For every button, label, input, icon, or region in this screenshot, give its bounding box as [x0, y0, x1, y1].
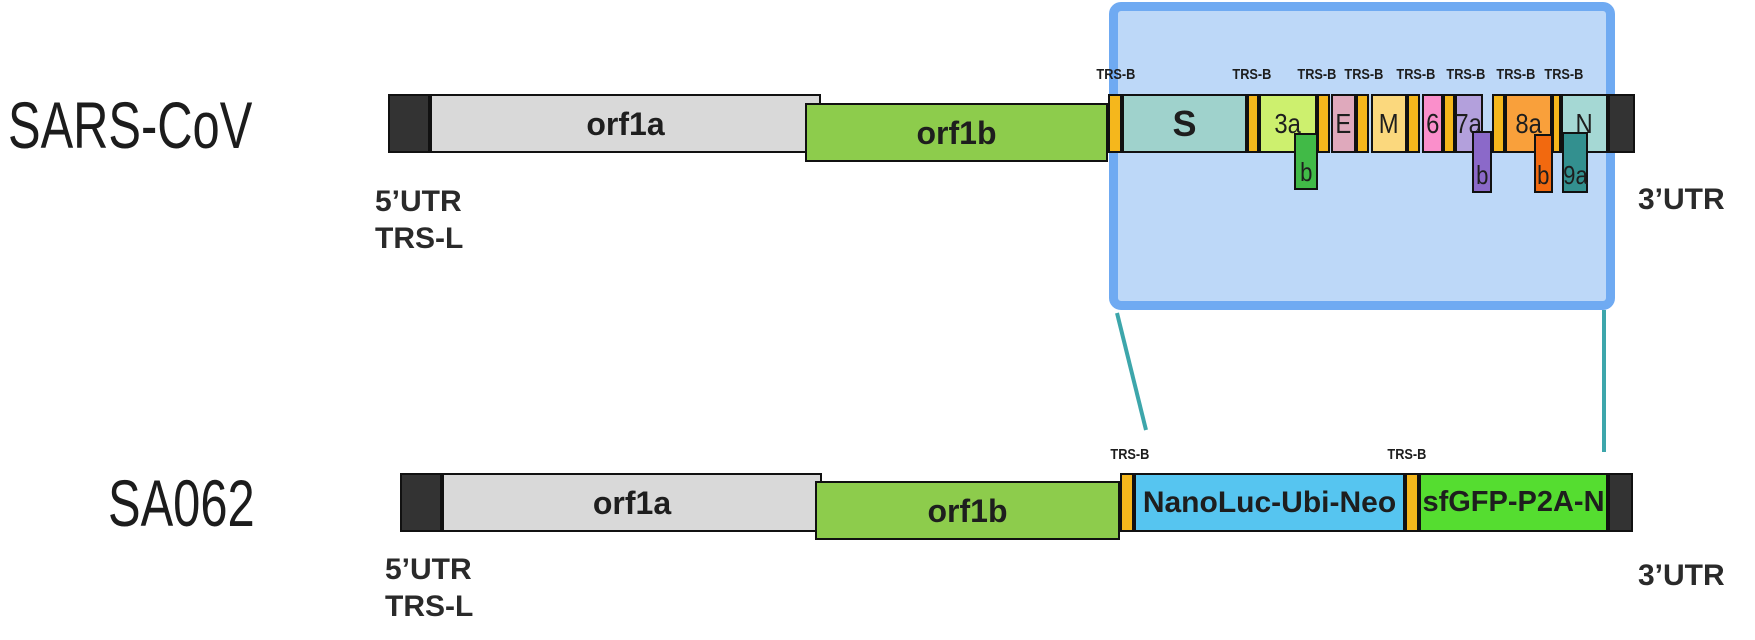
utr5-label: 5’UTR [375, 185, 462, 218]
segment-sars-cov-orf6: 6 [1422, 94, 1443, 153]
segment-sars-cov-orf7b-label: b [1475, 160, 1489, 190]
trs-b-label-text: TRS-B [1110, 446, 1150, 463]
segment-sars-cov-trs-b-3 [1317, 94, 1330, 153]
segment-sars-cov-trs-b-7 [1492, 94, 1505, 153]
trs-b-label-sars-cov-2: TRS-B [1212, 67, 1292, 82]
highlight-box [1109, 2, 1615, 310]
utr3-label-sars-cov: 3’UTR [1638, 183, 1725, 216]
segment-sars-cov-spike-s-label: S [1172, 102, 1197, 144]
segment-sa062-orf1b: orf1b [815, 481, 1120, 540]
trs-b-label-text: TRS-B [1544, 66, 1584, 83]
segment-sars-cov-orf9a: 9a [1562, 132, 1588, 193]
segment-sars-cov-orf8a: 8a [1505, 94, 1552, 153]
segment-sars-cov-orf8b-label: b [1537, 160, 1550, 190]
segment-sars-cov-trs-b-2 [1247, 94, 1259, 153]
segment-sa062-trs-b-1 [1120, 473, 1134, 532]
segment-sars-cov-orf-n-label: N [1575, 107, 1594, 139]
segment-sa062-sfgfp-label: sfGFP-P2A-N [1422, 486, 1605, 518]
trs-b-label-text: TRS-B [1297, 66, 1337, 83]
segment-sars-cov-orf9a-label: 9a [1562, 160, 1588, 190]
trs-b-label-text: TRS-B [1344, 66, 1384, 83]
segment-sars-cov-trs-b-8 [1552, 94, 1561, 153]
segment-sars-cov-orf6-label: 6 [1425, 107, 1440, 139]
trs-l-label: TRS-L [385, 590, 474, 623]
segment-sars-cov-orf1a-label: orf1a [586, 105, 665, 142]
trs-b-label-text: TRS-B [1096, 66, 1136, 83]
row-title-sa062: SA062 [108, 466, 255, 540]
trs-b-label-sars-cov-6: TRS-B [1426, 67, 1506, 82]
segment-sa062-utr3-box [1608, 473, 1633, 532]
segment-sa062-nanoluc: NanoLuc-Ubi-Neo [1134, 473, 1405, 532]
segment-sars-cov-orf1b-label: orf1b [916, 114, 997, 151]
row-title-sars-cov: SARS-CoV [8, 88, 253, 162]
trs-b-label-sars-cov-8: TRS-B [1524, 67, 1604, 82]
segment-sars-cov-trs-b-4 [1356, 94, 1369, 153]
segment-sars-cov-orf3a-label: 3a [1274, 107, 1302, 139]
segment-sa062-sfgfp: sfGFP-P2A-N [1419, 473, 1608, 532]
segment-sars-cov-utr3-box [1608, 94, 1635, 153]
segment-sars-cov-orf1a: orf1a [430, 94, 821, 153]
segment-sars-cov-utr5-box [388, 94, 430, 153]
segment-sars-cov-orf-m: M [1371, 94, 1407, 153]
segment-sa062-utr5-box [400, 473, 442, 532]
segment-sa062-orf1a-label: orf1a [592, 484, 672, 521]
trs-b-label-sars-cov-3: TRS-B [1277, 67, 1357, 82]
segment-sars-cov-orf8b: b [1534, 134, 1553, 193]
segment-sars-cov-orf-e: E [1331, 94, 1356, 153]
trs-b-label-text: TRS-B [1396, 66, 1436, 83]
utr3-label-sa062: 3’UTR [1638, 559, 1725, 592]
trs-b-label-text: TRS-B [1387, 446, 1427, 463]
trs-b-label-text: TRS-B [1496, 66, 1536, 83]
segment-sa062-orf1a: orf1a [442, 473, 822, 532]
segment-sars-cov-trs-b-1 [1108, 94, 1122, 153]
segment-sa062-orf1b-label: orf1b [927, 492, 1008, 529]
utr5-label: 5’UTR [385, 553, 472, 586]
trs-b-label-text: TRS-B [1232, 66, 1272, 83]
trs-b-label-sars-cov-4: TRS-B [1324, 67, 1404, 82]
segment-sars-cov-orf7b: b [1472, 131, 1492, 193]
segment-sars-cov-orf3a: 3a [1259, 94, 1317, 153]
trs-b-label-sa062-2: TRS-B [1367, 447, 1447, 462]
segment-sars-cov-trs-b-6 [1443, 94, 1455, 153]
utr5-trsl-labels-sa062: 5’UTR TRS-L [385, 551, 473, 625]
utr5-trsl-labels-sars-cov: 5’UTR TRS-L [375, 183, 463, 257]
segment-sars-cov-orf3b-label: b [1299, 157, 1313, 187]
segment-sa062-nanoluc-label: NanoLuc-Ubi-Neo [1142, 485, 1397, 519]
segment-sars-cov-orf8a-label: 8a [1515, 107, 1542, 139]
trs-b-label-sars-cov-5: TRS-B [1376, 67, 1456, 82]
segment-sars-cov-orf1b: orf1b [805, 103, 1108, 162]
trs-b-label-text: TRS-B [1446, 66, 1486, 83]
segment-sars-cov-orf3b: b [1294, 133, 1318, 190]
trs-l-label: TRS-L [375, 222, 464, 255]
trs-b-label-sars-cov-7: TRS-B [1476, 67, 1556, 82]
segment-sa062-trs-b-2 [1405, 473, 1419, 532]
segment-sars-cov-orf-e-label: E [1335, 107, 1352, 139]
connector-line-left [1115, 312, 1148, 431]
trs-b-label-sars-cov-1: TRS-B [1076, 67, 1156, 82]
segment-sars-cov-orf-m-label: M [1379, 107, 1399, 139]
segment-sars-cov-trs-b-5 [1407, 94, 1420, 153]
segment-sars-cov-spike-s: S [1122, 94, 1247, 153]
trs-b-label-sa062-1: TRS-B [1090, 447, 1170, 462]
